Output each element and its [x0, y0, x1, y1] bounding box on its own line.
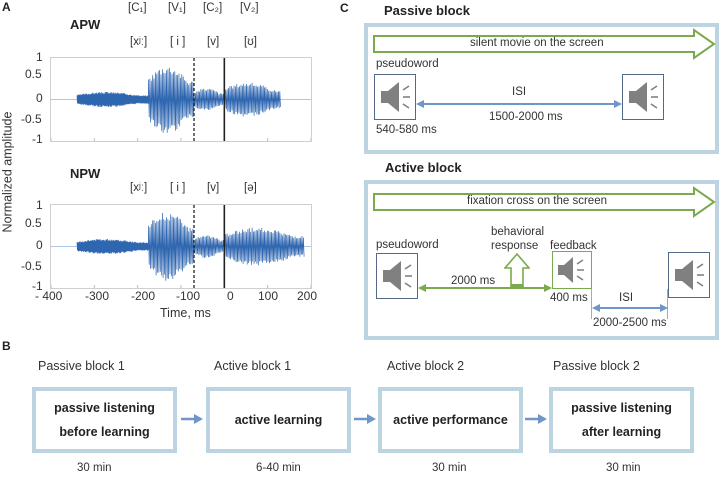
- speaker-icon: [675, 260, 704, 290]
- segment-label: [C₁]: [128, 2, 147, 14]
- block-line: after learning: [581, 425, 662, 439]
- active-block-title: Active block: [385, 160, 462, 175]
- block-line: active learning: [234, 413, 323, 427]
- silent-movie-arrow: [373, 28, 716, 60]
- behavioral-response-label-1: behavioral: [491, 226, 545, 238]
- block-line: active performance: [393, 413, 508, 427]
- block-duration: 30 min: [77, 462, 112, 474]
- y-tick: -0.5: [21, 259, 42, 273]
- block-line: passive listening: [54, 401, 155, 415]
- panel-b-letter: B: [2, 339, 11, 353]
- feedback-stimulus: [552, 251, 592, 289]
- isi-label: ISI: [512, 86, 527, 98]
- isi-tick-right: [667, 289, 668, 319]
- flow-arrow: [354, 414, 376, 424]
- segment-label: [C₂]: [203, 2, 223, 14]
- waveform-trace-npw: [76, 212, 305, 281]
- fixation-cross-arrow: [373, 186, 716, 218]
- pseudoword-label: pseudoword: [376, 239, 439, 251]
- feedback-label: feedback: [550, 240, 597, 252]
- y-tick: -1: [32, 279, 43, 293]
- phone-label: [v]: [207, 182, 220, 194]
- y-tick: 1: [36, 198, 43, 212]
- pseudoword-stimulus: [374, 74, 416, 120]
- y-axis-label: Normalized amplitude: [0, 111, 15, 233]
- feedback-duration: 400 ms: [550, 292, 588, 304]
- flow-arrow: [181, 414, 203, 424]
- y-tick: 1: [36, 50, 43, 64]
- y-tick: 0.5: [25, 216, 42, 230]
- block-heading: Passive block 2: [553, 359, 640, 373]
- isi-label: ISI: [619, 292, 634, 304]
- response-window-label: 2000 ms: [451, 275, 496, 287]
- active-block-2-box: active performance: [378, 387, 523, 453]
- segment-label: [V₂]: [240, 2, 259, 14]
- phone-label: [xʲː]: [130, 182, 148, 194]
- next-pseudoword-stimulus: [668, 252, 710, 298]
- active-block-1-box: active learning: [206, 387, 351, 453]
- isi-tick-left: [591, 289, 592, 319]
- y-tick: 0: [36, 91, 43, 105]
- y-tick: -1: [32, 132, 43, 146]
- passive-block-box: [364, 23, 719, 154]
- block-duration: 30 min: [606, 462, 641, 474]
- x-tick: 0: [227, 289, 234, 303]
- pseudoword-label: pseudoword: [376, 58, 439, 70]
- response-window-arrow: [418, 284, 552, 292]
- waveform-plot-npw: [50, 204, 312, 289]
- isi-arrow: [592, 304, 668, 312]
- panel-a-letter: A: [2, 0, 11, 14]
- passive-block-1-box: passive listening before learning: [32, 387, 177, 453]
- waveform-title-npw: NPW: [70, 166, 101, 181]
- x-tick: -200: [131, 289, 156, 303]
- isi-duration: 2000-2500 ms: [593, 317, 667, 329]
- x-tick: 200: [297, 289, 318, 303]
- speaker-icon: [629, 82, 658, 112]
- pseudoword-stimulus: [376, 253, 418, 299]
- block-line: passive listening: [571, 401, 672, 415]
- silent-movie-label: silent movie on the screen: [470, 37, 604, 49]
- block-heading: Active block 2: [387, 359, 465, 373]
- speaker-icon: [558, 257, 584, 283]
- speaker-icon: [383, 261, 412, 291]
- block-duration: 6-40 min: [256, 462, 301, 474]
- waveform-trace-apw: [76, 67, 281, 133]
- block-heading: Passive block 1: [38, 359, 125, 373]
- flow-arrow: [525, 414, 547, 424]
- active-block-box: [364, 180, 719, 340]
- waveform-apw: [50, 58, 312, 141]
- phone-label: [ i ]: [170, 36, 186, 48]
- y-tick: -0.5: [21, 112, 42, 126]
- behavioral-response-label-2: response: [491, 240, 539, 252]
- phone-label: [xʲː]: [130, 36, 148, 48]
- phone-label: [ʊ]: [244, 36, 257, 48]
- speaker-icon: [381, 82, 410, 112]
- isi-arrow: [416, 100, 622, 108]
- next-pseudoword-stimulus: [622, 74, 664, 120]
- segment-label: [V₁]: [168, 2, 186, 14]
- block-heading: Active block 1: [214, 359, 292, 373]
- passive-block-title: Passive block: [384, 3, 470, 18]
- x-tick: 100: [258, 289, 279, 303]
- stim-duration: 540-580 ms: [376, 124, 437, 136]
- x-tick: -300: [85, 289, 110, 303]
- block-line: before learning: [59, 425, 150, 439]
- waveform-plot-apw: [50, 57, 312, 142]
- x-axis-label: Time, ms: [160, 306, 211, 320]
- phone-label: [ i ]: [170, 182, 186, 194]
- y-tick: 0: [36, 238, 43, 252]
- y-tick: 0.5: [25, 67, 42, 81]
- x-tick: -100: [176, 289, 201, 303]
- phone-label: [v]: [207, 36, 220, 48]
- isi-duration: 1500-2000 ms: [489, 111, 563, 123]
- passive-block-2-box: passive listening after learning: [549, 387, 694, 453]
- waveform-npw: [50, 205, 312, 288]
- waveform-title-apw: APW: [70, 17, 101, 32]
- phone-label: [ə]: [244, 182, 257, 194]
- fixation-cross-label: fixation cross on the screen: [467, 195, 607, 207]
- x-tick: - 400: [35, 289, 63, 303]
- panel-c-letter: C: [340, 1, 349, 15]
- block-duration: 30 min: [432, 462, 467, 474]
